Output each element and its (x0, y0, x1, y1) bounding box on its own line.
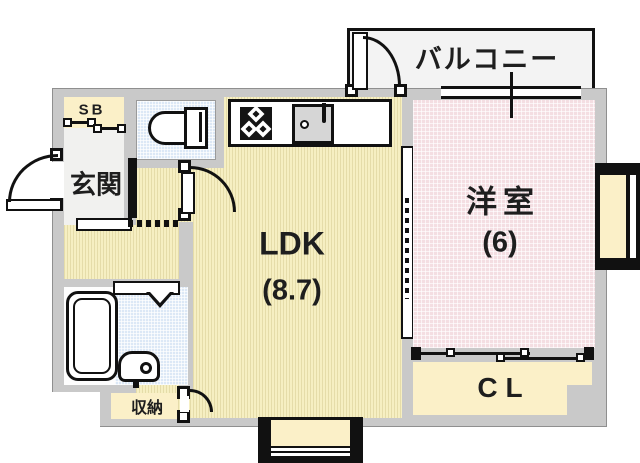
east-bay-window (595, 163, 640, 270)
closet-label: CL (477, 372, 531, 403)
balcony-window-tick (510, 72, 513, 118)
gas-stove-icon (238, 105, 274, 142)
ldk-area: (8.7) (262, 274, 322, 307)
shoe-box-label: SB (78, 101, 106, 119)
closet-floor (413, 362, 592, 415)
washbasin-icon (118, 348, 163, 388)
western-room-floor (413, 100, 595, 348)
corridor-floor (64, 225, 136, 283)
accordion-door (128, 220, 178, 227)
storage-label: 収納 (130, 400, 164, 417)
toilet-icon (146, 105, 210, 153)
closet-notch (567, 385, 592, 415)
south-bay-window (258, 417, 363, 463)
entrance-door-arc (8, 154, 58, 202)
hall-wall-stub (128, 158, 137, 218)
western-room-label: 洋室 (466, 184, 540, 220)
closet-slider-a (420, 352, 530, 355)
entrance-label: 玄関 (69, 169, 123, 200)
balcony-label: バルコニー (414, 44, 560, 75)
entrance-step (76, 218, 132, 231)
western-room-area: (6) (482, 226, 518, 259)
closet-slider-b (496, 357, 590, 360)
ldk-label: LDK (259, 225, 325, 262)
ldk-door-post-top (178, 160, 191, 173)
exterior-notch (52, 392, 100, 428)
bathtub-icon (66, 291, 118, 381)
entrance-floor (64, 128, 124, 225)
shoebox-slider (66, 121, 94, 124)
kitchen-sink-icon (292, 103, 334, 144)
storage-box (111, 393, 178, 419)
